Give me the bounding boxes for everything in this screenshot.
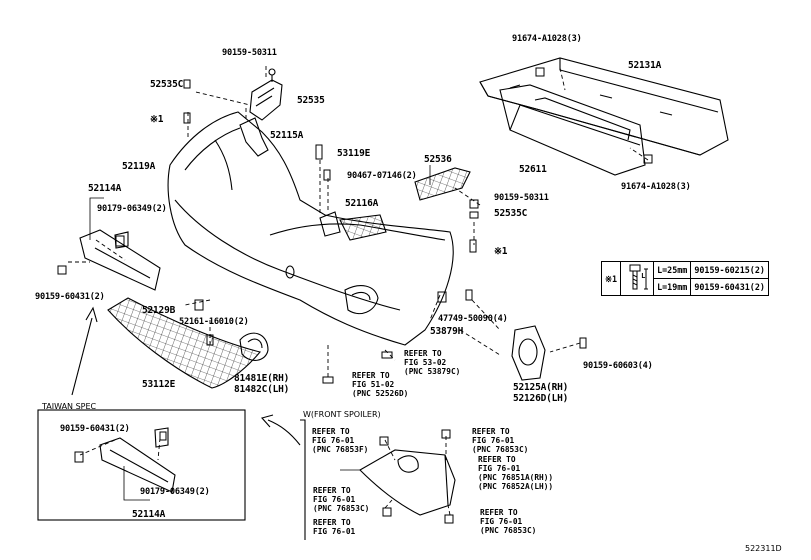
reference-note: REFER TO FIG 76-01 (PNC 76853C) [313, 486, 370, 513]
taiwan-bracket-52114A [99, 427, 176, 493]
part-label: 52126D(LH) [513, 393, 569, 404]
part-label: 90159-60431(2) [60, 424, 130, 434]
spec-table: ※1 L L=25mm 90159-60215(2) L=19mm 90159-… [600, 261, 769, 296]
reference-note: REFER TO FIG 51-02 (PNC 52526D) [352, 371, 409, 398]
part-label: 52116A [345, 198, 379, 209]
part-label: 91674-A1028(3) [512, 34, 582, 44]
note-mark: ※1 [150, 114, 164, 125]
part-label: 52114A [88, 183, 122, 194]
part-label: 52125A(RH) [513, 382, 569, 393]
spec-length: L=19mm [653, 278, 692, 296]
reinforcement-52131A [479, 57, 729, 156]
reference-note: REFER TO FIG 76-01 (PNC 76853C) [472, 427, 529, 454]
taiwan-spec-box [37, 409, 246, 521]
taiwan-arrow [71, 306, 98, 396]
part-label: 52535 [297, 95, 325, 106]
part-label: 52161-16010(2) [179, 317, 249, 327]
spec-length: L=25mm [653, 261, 692, 279]
part-label: 52131A [628, 60, 662, 71]
diagram-id: 522311D [745, 544, 782, 553]
part-label: 52536 [424, 154, 452, 165]
spec-icon-cell: L [620, 261, 655, 296]
spec-mark: ※1 [600, 261, 622, 296]
part-label: 52115A [270, 130, 304, 141]
part-label: 52535C [150, 79, 184, 90]
spoiler-title: W(FRONT SPOILER) [303, 410, 381, 419]
bumper-cover [167, 111, 454, 346]
fasteners [57, 67, 653, 524]
part-label: 52114A [132, 509, 166, 520]
reference-note: REFER TO FIG 76-01 (PNC 76853C) [480, 508, 537, 535]
part-label: 90159-60431(2) [35, 292, 105, 302]
absorber-52611 [499, 84, 646, 176]
part-label: 90159-60603(4) [583, 361, 653, 371]
fog-bracket-52125A [511, 325, 546, 381]
part-label: 90179-06349(2) [140, 487, 210, 497]
retainer-52535 [249, 68, 283, 121]
part-label: 52535C [494, 208, 528, 219]
retainer-52536 [414, 167, 471, 201]
bracket-52116A [339, 214, 387, 241]
spoiler-arrow [260, 414, 301, 446]
reference-note: REFER TO FIG 53-02 (PNC 53879C) [404, 349, 461, 376]
part-label: 81482C(LH) [234, 384, 290, 395]
taiwan-spec-title: TAIWAN SPEC [42, 402, 97, 411]
part-label: 47749-50090(4) [438, 314, 508, 324]
reference-note: REFER TO FIG 76-01 [313, 518, 356, 536]
fog-cover-81481E [239, 332, 269, 361]
dim-label: L [641, 272, 646, 280]
part-label: 90179-06349(2) [97, 204, 167, 214]
part-label: 53112E [142, 379, 176, 390]
reference-note: REFER TO FIG 76-01 (PNC 76853F) [312, 427, 369, 454]
part-label: 90159-50311 [222, 48, 277, 58]
bracket-52114A [79, 229, 161, 291]
part-label: 90159-50311 [494, 193, 549, 203]
part-label: 91674-A1028(3) [621, 182, 691, 192]
part-label: 52611 [519, 164, 547, 175]
part-label: 81481E(RH) [234, 373, 290, 384]
spec-part: 90159-60431(2) [690, 278, 769, 296]
bracket-52115A [239, 117, 269, 157]
reference-note: REFER TO FIG 76-01 (PNC 76851A(RH)) (PNC… [478, 455, 554, 491]
part-label: 90467-07146(2) [347, 171, 417, 181]
part-label: 52119A [122, 161, 156, 172]
note-mark: ※1 [494, 246, 508, 257]
front-spoiler [359, 449, 456, 516]
grille-53112E [107, 297, 261, 389]
part-label: 53119E [337, 148, 371, 159]
spoiler-box [300, 419, 306, 540]
spec-part: 90159-60215(2) [690, 261, 769, 279]
part-label: 52129B [142, 305, 176, 316]
part-label: 53879H [430, 326, 464, 337]
